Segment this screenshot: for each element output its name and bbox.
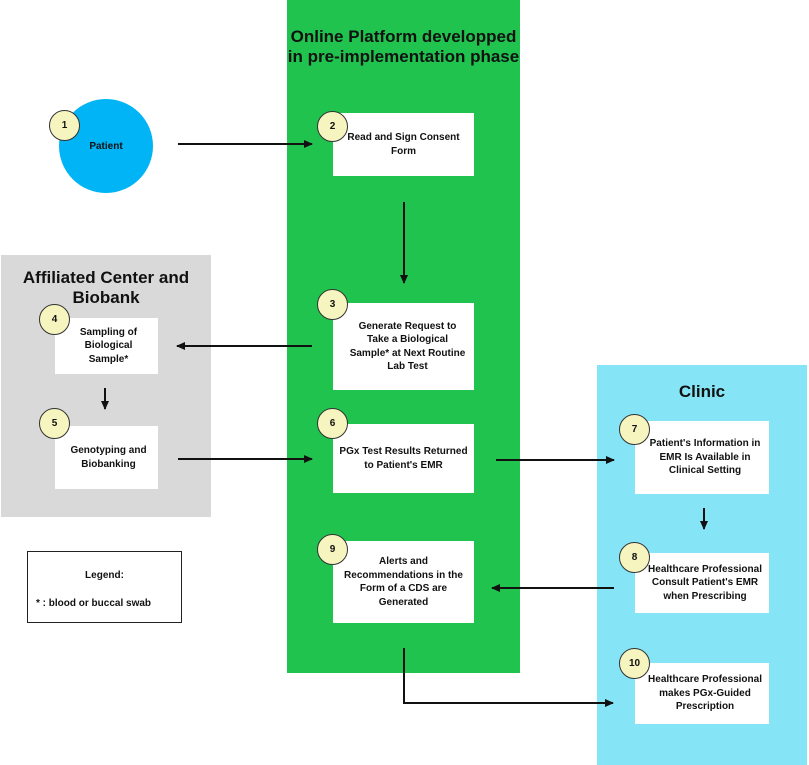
- step-badge-2: 2: [317, 111, 348, 142]
- step-box-10: Healthcare Professional makes PGx-Guided…: [635, 663, 769, 724]
- step-label-9: Alerts and Recommendations in the Form o…: [344, 556, 463, 608]
- step-badge-7: 7: [619, 414, 650, 445]
- step-box-9: Alerts and Recommendations in the Form o…: [333, 541, 474, 623]
- affiliated-center-title: Affiliated Center and Biobank: [22, 268, 190, 308]
- step-badge-3: 3: [317, 289, 348, 320]
- clinic-title: Clinic: [678, 382, 726, 401]
- step-box-8: Healthcare Professional Consult Patient'…: [635, 553, 769, 613]
- step-label-5: Genotyping and Biobanking: [70, 445, 147, 470]
- step-box-6: PGx Test Results Returned to Patient's E…: [333, 424, 474, 493]
- step-badge-1: 1: [49, 110, 80, 141]
- step-label-10: Healthcare Professional makes PGx-Guided…: [648, 674, 762, 713]
- step-box-3: Generate Request to Take a Biological Sa…: [333, 303, 474, 390]
- step-badge-9: 9: [317, 534, 348, 565]
- step-label-3: Generate Request to Take a Biological Sa…: [349, 320, 466, 373]
- step-label-4: Sampling of Biological Sample*: [79, 326, 138, 365]
- affiliated-center-panel: Affiliated Center and Biobank: [1, 255, 211, 517]
- step-label-6: PGx Test Results Returned to Patient's E…: [339, 446, 468, 471]
- step-badge-10: 10: [619, 648, 650, 679]
- arrow-9-to-10: [403, 648, 614, 707]
- step-box-7: Patient's Information in EMR Is Availabl…: [635, 421, 769, 494]
- step-badge-5: 5: [39, 408, 70, 439]
- online-platform-title: Online Platform developped in pre-implem…: [287, 27, 520, 67]
- patient-label: Patient: [89, 140, 123, 152]
- step-box-2: Read and Sign Consent Form: [333, 113, 474, 176]
- legend-note: * : blood or buccal swab: [36, 598, 152, 609]
- step-badge-6: 6: [317, 408, 348, 439]
- step-box-4: Sampling of Biological Sample*: [55, 318, 158, 374]
- step-badge-8: 8: [619, 542, 650, 573]
- step-box-5: Genotyping and Biobanking: [55, 426, 158, 489]
- step-label-7: Patient's Information in EMR Is Availabl…: [649, 438, 761, 477]
- step-label-2: Read and Sign Consent Form: [347, 132, 460, 157]
- legend-title: Legend:: [85, 570, 124, 581]
- legend: Legend: * : blood or buccal swab: [27, 551, 182, 623]
- step-label-8: Healthcare Professional Consult Patient'…: [648, 563, 762, 602]
- step-badge-4: 4: [39, 304, 70, 335]
